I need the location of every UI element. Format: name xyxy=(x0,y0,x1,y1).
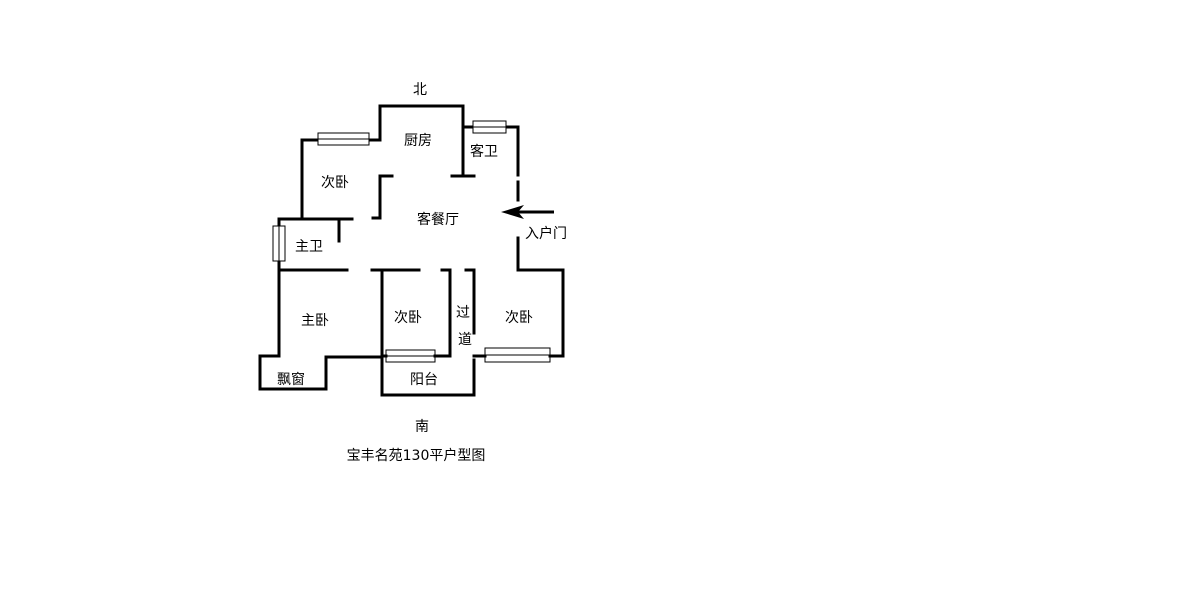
wall-bedroom-mid-west xyxy=(380,268,476,397)
entrance-arrow-icon xyxy=(501,205,554,219)
wall-kitchen-west xyxy=(378,104,465,142)
label-entrance: 入户门 xyxy=(525,225,567,242)
wall-baywindow xyxy=(258,354,384,391)
wall-bedroom-nw xyxy=(300,138,354,221)
label-bedroom-se: 次卧 xyxy=(505,310,533,326)
compass-south: 南 xyxy=(415,419,429,435)
label-kitchen: 厨房 xyxy=(404,133,432,149)
label-bedroom-mid: 次卧 xyxy=(394,310,422,326)
label-bedroom-nw: 次卧 xyxy=(321,175,349,191)
label-living-dining: 客餐厅 xyxy=(417,211,459,228)
label-balcony: 阳台 xyxy=(410,372,438,388)
label-corridor-top: 过 xyxy=(456,305,470,321)
label-guest-bath: 客卫 xyxy=(470,143,498,160)
wall-masterbath-east xyxy=(335,217,341,243)
wall-entry-east-lower xyxy=(516,236,565,358)
label-corridor-bottom: 道 xyxy=(458,332,472,348)
compass-north: 北 xyxy=(413,82,427,98)
wall-masterbath-west xyxy=(277,217,304,228)
label-master-bedroom: 主卧 xyxy=(301,313,329,329)
plan-caption: 宝丰名苑130平户型图 xyxy=(347,447,486,464)
label-bay-window: 飘窗 xyxy=(277,371,305,388)
label-master-bath: 主卫 xyxy=(295,239,323,255)
walls xyxy=(258,104,565,397)
